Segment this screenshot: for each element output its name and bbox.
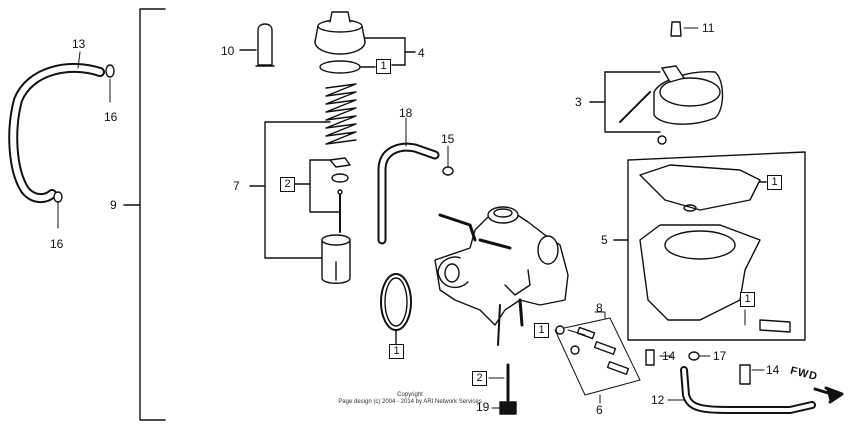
copyright-line-1: Copyright — [397, 392, 423, 398]
callout-3: 3 — [575, 95, 582, 109]
screw-11 — [670, 21, 699, 37]
callout-15: 15 — [441, 132, 455, 146]
callout-8: 8 — [596, 301, 603, 315]
drain-screw-parts — [488, 363, 517, 415]
hose-clip-16-bottom — [53, 191, 63, 229]
callout-6: 6 — [596, 403, 603, 417]
callout-1-chamber: 1 — [740, 292, 755, 307]
float-chamber-box — [613, 151, 806, 341]
callout-19: 19 — [476, 400, 490, 414]
callout-11: 11 — [702, 21, 715, 35]
copyright-line-2: Page design (c) 2004 - 2014 by ARI Netwo… — [338, 399, 482, 405]
clip-15 — [442, 145, 454, 176]
callout-2-screw: 2 — [472, 371, 487, 386]
overflow-tube-18 — [377, 117, 440, 245]
jet-needle-parts — [329, 157, 351, 233]
throttle-valve — [321, 234, 351, 284]
carburetor-body — [434, 206, 569, 346]
throttle-spring — [325, 83, 357, 145]
callout-1-jet: 1 — [534, 323, 549, 338]
callout-14-left: 14 — [662, 349, 676, 363]
callout-5: 5 — [601, 233, 608, 247]
insulator-o-ring — [380, 273, 412, 345]
copyright-notice: Copyright Page design (c) 2004 - 2014 by… — [305, 392, 515, 406]
float-chamber — [639, 224, 791, 333]
callout-17: 17 — [713, 349, 727, 363]
callout-2-needle: 2 — [280, 177, 295, 192]
callout-9: 9 — [110, 198, 117, 212]
callout-12: 12 — [651, 393, 665, 407]
callout-16-top: 16 — [104, 110, 118, 124]
bracket-7 — [264, 121, 331, 259]
callout-10: 10 — [221, 44, 235, 58]
hose-clip-16-top — [105, 64, 115, 103]
callout-18: 18 — [399, 106, 413, 120]
bracket-9 — [139, 8, 166, 421]
callout-1-gasket: 1 — [376, 59, 391, 74]
top-gasket — [319, 60, 376, 74]
drain-hose-12 — [667, 366, 816, 414]
drain-fitting-14 — [645, 349, 765, 385]
callout-4: 4 — [418, 46, 425, 60]
air-cleaner-3 — [589, 65, 724, 145]
callout-7: 7 — [233, 179, 240, 193]
carburetor-top-4 — [314, 11, 416, 66]
float-chamber-gasket — [639, 164, 767, 212]
callout-14-right: 14 — [766, 363, 780, 377]
rubber-cap-10 — [239, 23, 275, 67]
callout-1-o-ring: 1 — [389, 344, 404, 359]
callout-1-chamber-gasket: 1 — [767, 175, 782, 190]
forward-arrow-icon — [813, 386, 844, 404]
fuel-hose-13 — [8, 51, 105, 204]
callout-16-bottom: 16 — [50, 237, 64, 251]
jet-set-6-8 — [554, 311, 641, 404]
callout-13: 13 — [72, 37, 86, 51]
